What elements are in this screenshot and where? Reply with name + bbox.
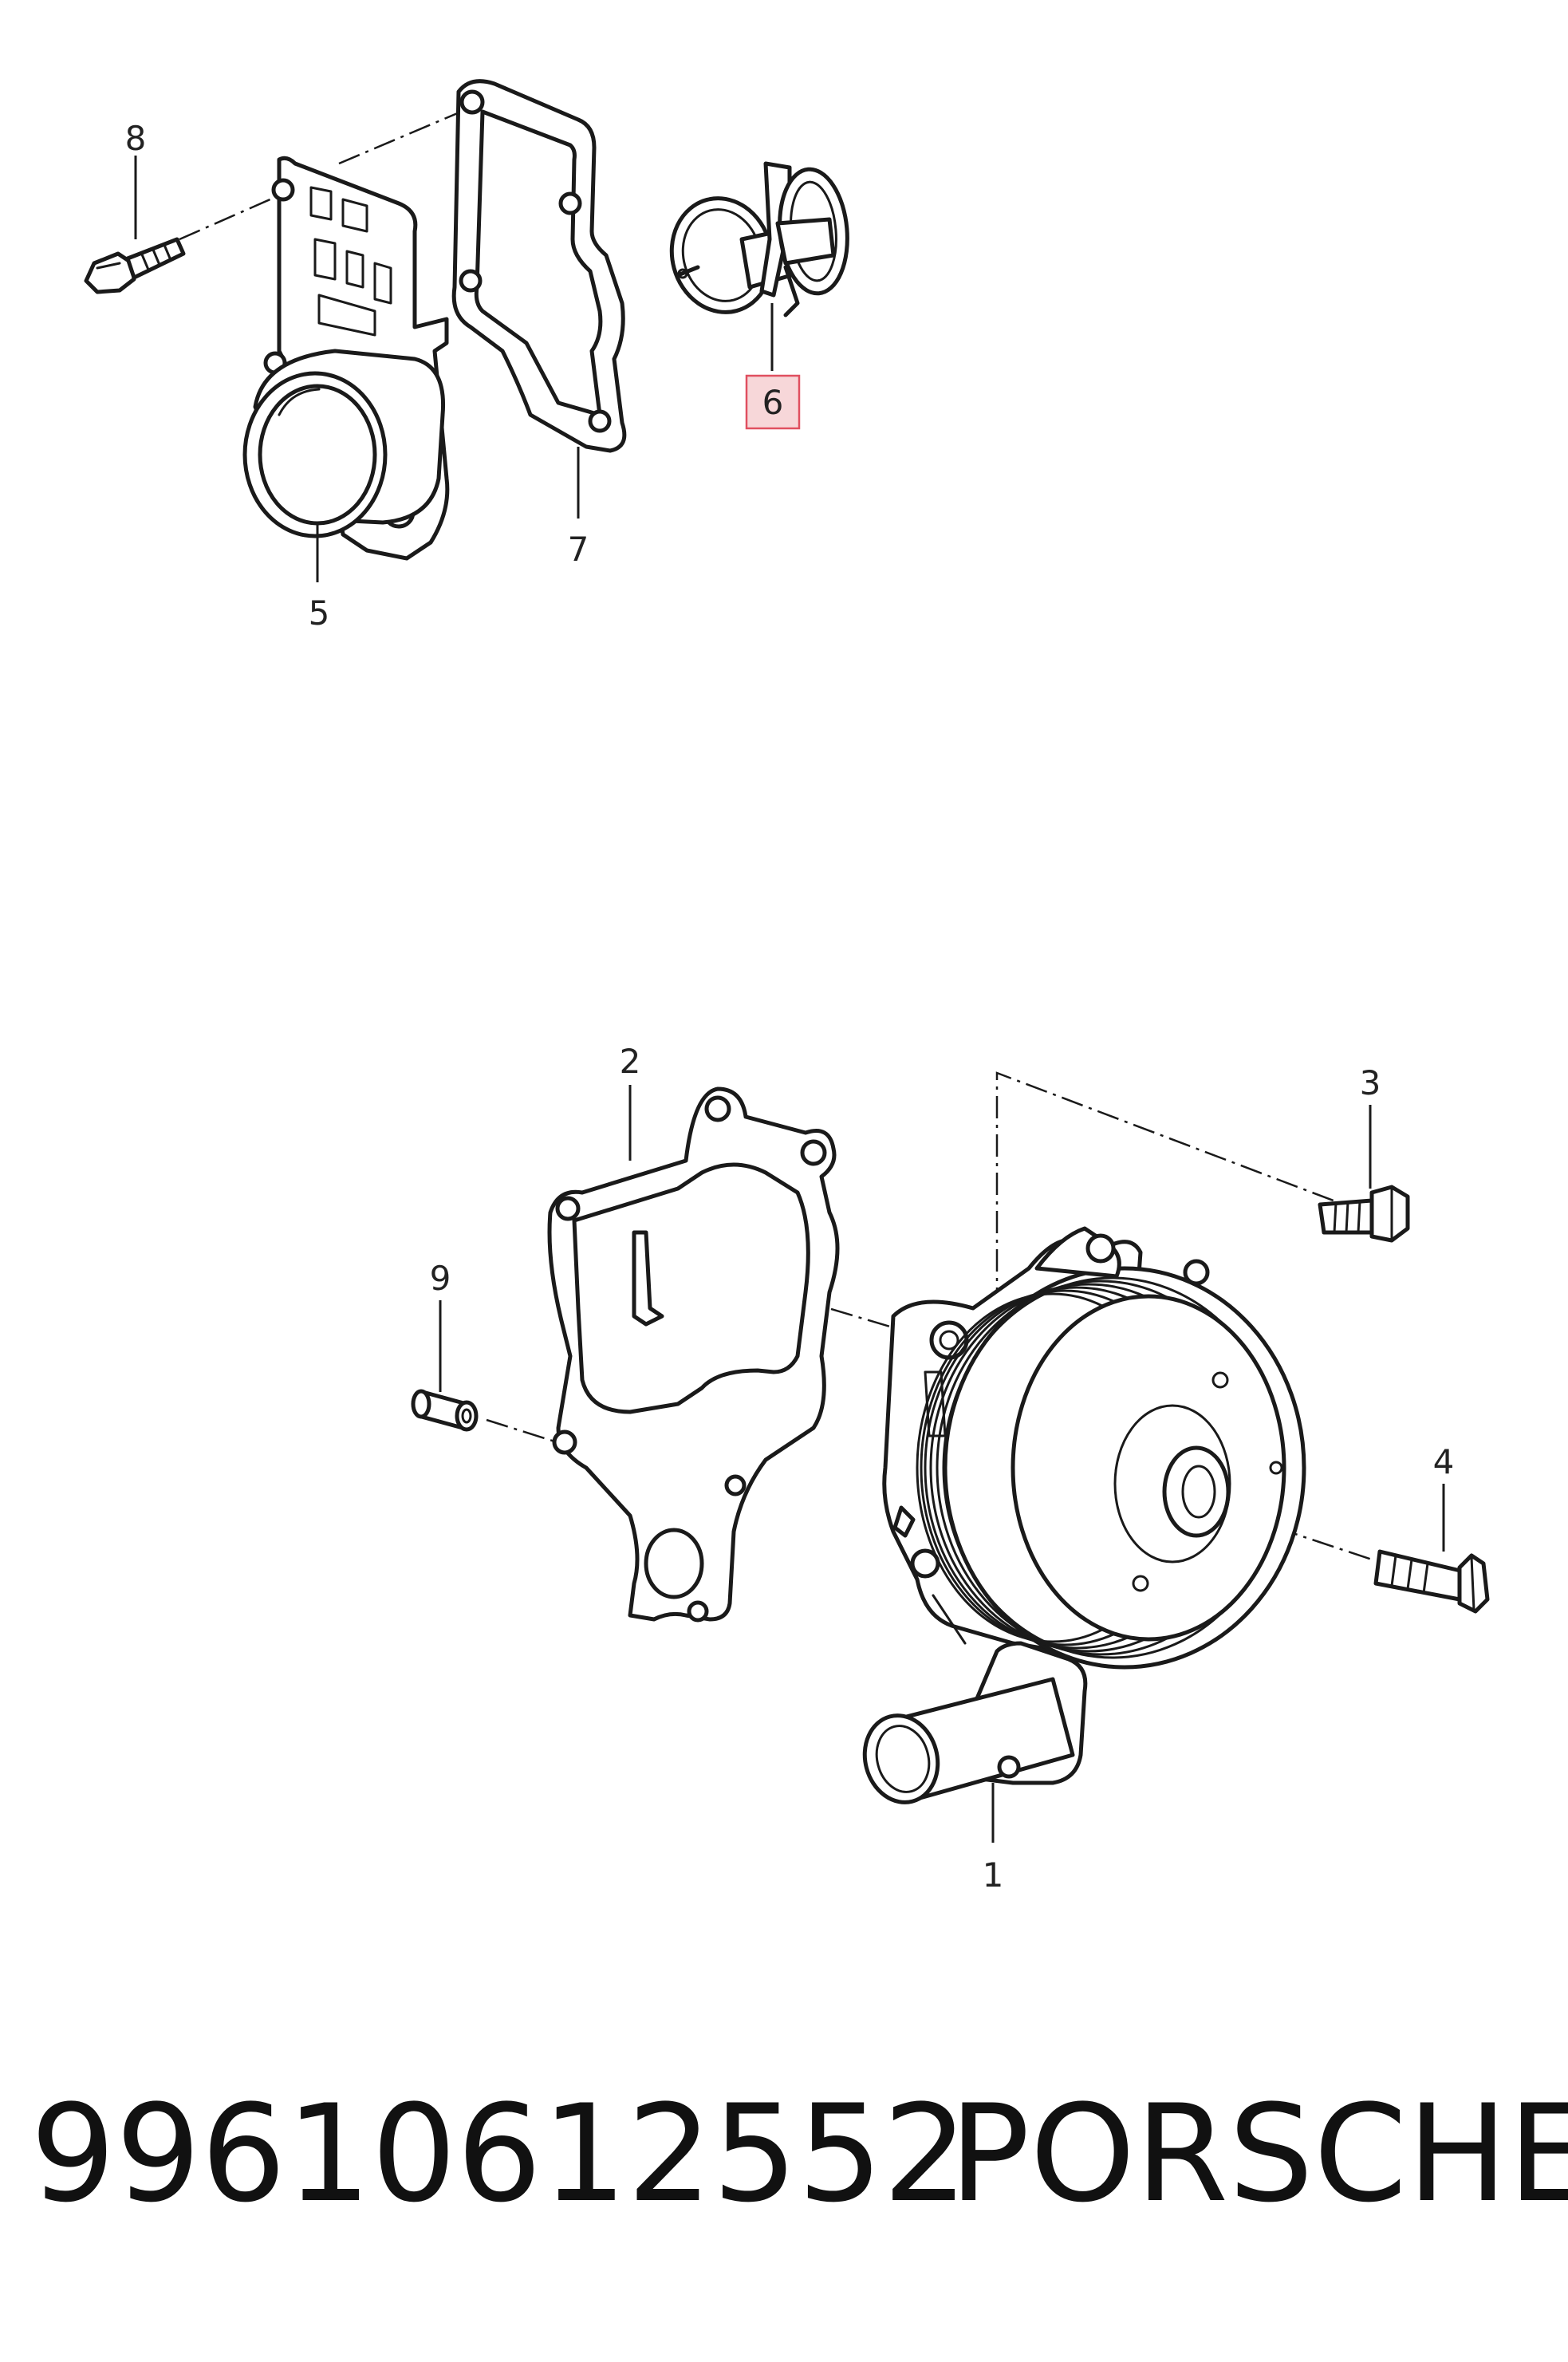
callout-2: 2 [620, 1042, 641, 1081]
footer: 99610612552 PORSCHE [0, 2074, 1568, 2234]
callout-6: 6 [762, 383, 784, 422]
part-number: 99610612552 [30, 2076, 968, 2232]
part-2-gasket[interactable] [547, 1086, 840, 1623]
callout-6-highlight [745, 374, 801, 430]
callout-7: 7 [568, 530, 589, 569]
callout-9: 9 [430, 1259, 451, 1298]
part-4-bolt[interactable] [1373, 1549, 1490, 1614]
part-1-water-pump[interactable] [855, 1226, 1306, 1811]
part-9-dowel-sleeve[interactable] [411, 1389, 479, 1432]
brand-name: PORSCHE [949, 2076, 1568, 2232]
callout-5: 5 [309, 593, 330, 633]
upper-guide-lines [179, 106, 471, 241]
callout-8: 8 [125, 119, 147, 158]
callout-4: 4 [1433, 1442, 1455, 1481]
callout-1: 1 [983, 1855, 1004, 1895]
part-3-bolt[interactable] [1318, 1185, 1410, 1243]
callout-3: 3 [1360, 1063, 1381, 1102]
part-8-bolt[interactable] [84, 237, 186, 294]
part-6-thermostat[interactable] [659, 161, 852, 324]
part-5-thermostat-housing[interactable] [242, 156, 450, 561]
part-7-gasket[interactable] [451, 79, 627, 453]
